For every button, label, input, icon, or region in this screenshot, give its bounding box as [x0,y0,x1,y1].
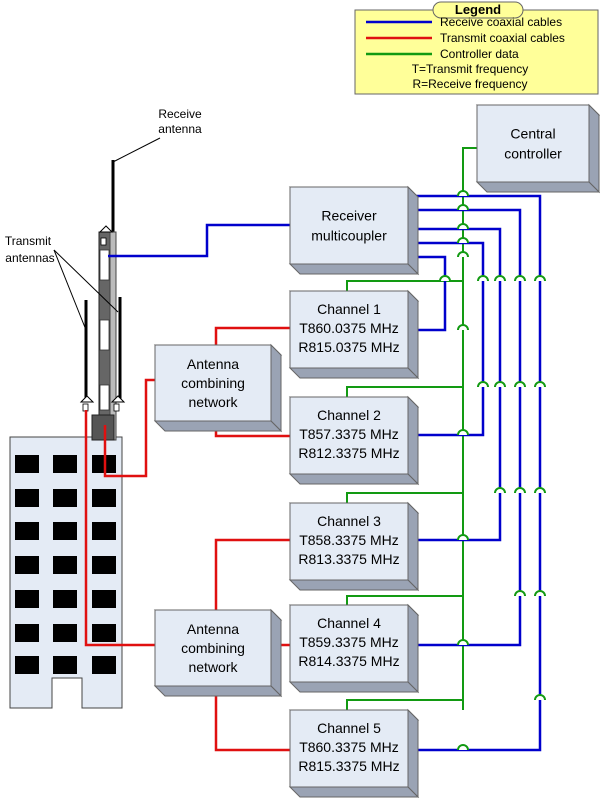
receive-antenna-pointer [112,137,161,163]
channel-2-tx: T857.3375 MHz [299,426,399,442]
transmit-coaxial-wires [84,326,290,752]
transmit-antennas-pointer-1 [53,249,87,331]
green-hop-5 [534,275,546,282]
transmit-antennas-pointer-2 [53,249,119,313]
green-hop-7 [494,381,506,388]
channel-3-rx: R813.3375 MHz [298,551,399,567]
channel-5-rx: R815.3375 MHz [298,758,399,774]
crossover-hop-8 [457,534,469,541]
antenna-combining-network-2-line-2: combining [181,640,245,656]
legend: Legend Receive coaxial cables Transmit c… [354,1,599,95]
channel-3-name: Channel 3 [317,513,381,529]
green-hop-10 [494,487,506,494]
antenna-combining-network-2-line-3: network [188,659,238,675]
crossover-hop-5 [457,251,469,258]
green-hop-2 [477,275,489,282]
green-hop-12 [534,487,546,494]
legend-note-receive: R=Receive frequency [412,77,527,91]
green-hop-13 [514,590,526,597]
receiver-multicoupler-box-line-1: Receiver [321,208,377,224]
channel-1-name: Channel 1 [317,301,381,317]
channel-5-tx: T860.3375 MHz [299,739,399,755]
crossover-hop-2 [457,204,469,211]
central-controller-box-line-1: Central [510,126,555,142]
crossover-hop-1 [457,190,469,197]
crossover-hop-9 [457,639,469,646]
channel-2-name: Channel 2 [317,407,381,423]
legend-title: Legend [455,2,501,17]
building [9,436,123,709]
channel-1-tx: T860.0375 MHz [299,320,399,336]
crossover-hop-10 [457,744,469,751]
legend-note-transmit: T=Transmit frequency [412,62,529,76]
transmit-antennas-label-line1: Transmit [5,234,52,248]
green-hop-3 [494,275,506,282]
receive-antenna-label-line2: antenna [158,122,202,136]
channel-4-tx: T859.3375 MHz [299,634,399,650]
receiver-multicoupler-box-line-2: multicoupler [311,228,387,244]
antenna-combining-network-2: Antenna combining network [153,608,283,698]
antenna-mast [79,160,126,441]
green-hop-11 [514,487,526,494]
transmit-antennas-label-line2: antennas [5,251,54,265]
crossover-hop-3 [457,223,469,230]
antenna-combining-network-1: Antenna combining network [153,343,283,433]
antenna-combining-network-2-line-1: Antenna [187,621,239,637]
channel-4-rx: R814.3375 MHz [298,653,399,669]
legend-item-transmit: Transmit coaxial cables [440,31,565,45]
legend-item-receive: Receive coaxial cables [440,15,562,29]
antenna-combining-network-1-line-3: network [188,394,238,410]
legend-item-controller: Controller data [440,47,519,61]
crossover-hop-7 [457,429,469,436]
channel-3-tx: T858.3375 MHz [299,532,399,548]
receive-antenna-label-line1: Receive [158,107,202,121]
green-hop-14 [534,590,546,597]
green-hop-1 [439,275,451,282]
legend-title-tab [432,1,524,19]
central-controller-box: Central controller [475,103,600,194]
green-hop-4 [514,275,526,282]
crossover-hop-6 [457,324,469,331]
antenna-combining-network-1-line-1: Antenna [187,356,239,372]
channel-5-name: Channel 5 [317,720,381,736]
green-hop-8 [514,381,526,388]
controller-data-wires [346,147,477,710]
green-hop-6 [477,381,489,388]
wire-crossover-markers [439,190,546,751]
central-controller-box-line-2: controller [504,146,562,162]
green-hop-9 [534,381,546,388]
crossover-hop-4 [457,237,469,244]
building-windows [15,455,116,674]
green-hop-15 [534,694,546,701]
receiver-multicoupler-box: Receiver multicoupler [288,185,420,276]
channel-4-name: Channel 4 [317,615,381,631]
legend-box [354,9,599,95]
channel-1-rx: R815.0375 MHz [298,339,399,355]
antenna-combining-network-1-line-2: combining [181,375,245,391]
channel-2-rx: R812.3375 MHz [298,445,399,461]
